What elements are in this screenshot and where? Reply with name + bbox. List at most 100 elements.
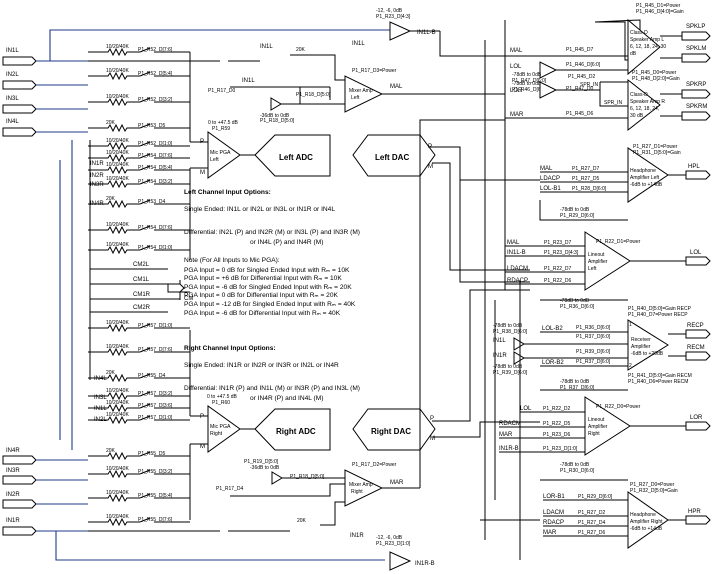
- switch-symbol: [139, 347, 190, 353]
- register-label: P1_R52_D[7:6]: [138, 47, 173, 53]
- resistor-symbol: [88, 71, 140, 81]
- hpr-power: P1_R27_D0=Power: [630, 482, 675, 488]
- resistor-value: 20K: [106, 448, 116, 454]
- hpl-in-ldacp-reg: P1_R27_D5: [572, 176, 599, 182]
- spk-l-mal-reg: P1_R45_D7: [566, 47, 593, 53]
- lol-in-in1lb: IN1L-B: [507, 250, 526, 256]
- pin-lor[interactable]: LOR: [685, 415, 711, 431]
- pin-lol[interactable]: LOL: [685, 250, 711, 266]
- register-label: P1_R54_D[7:6]: [138, 153, 173, 159]
- resistor-symbol: [88, 403, 140, 413]
- hpr-in-mar: MAR: [543, 530, 557, 536]
- left-pga-reg: P1_R59: [212, 126, 230, 132]
- pin-in3l[interactable]: IN3L: [2, 96, 37, 114]
- left-mixer-sw: P1_R17_D0: [208, 88, 235, 94]
- spk-r-spr: SPR_IN: [604, 100, 622, 106]
- resistor-value: 10/20/40K: [106, 400, 129, 406]
- recv-label-1: Receiver: [631, 337, 651, 343]
- register-label: P1_R57_D[3:2]: [138, 391, 173, 397]
- hpr-in-lorb1: LOR-B1: [543, 494, 565, 500]
- lor-label-1: Lineout: [588, 417, 605, 423]
- spk-r-mar-reg: P1_R45_D6: [566, 111, 593, 117]
- switch-symbol: [139, 47, 190, 53]
- resistor-symbol: [88, 347, 140, 357]
- lol-power: P1_R22_D1=Power: [596, 239, 641, 245]
- spk-l-spr-reg: P1_R45_D2: [568, 74, 595, 80]
- right-mixer-label-2: Right: [351, 489, 363, 495]
- pin-in3r[interactable]: IN3R: [2, 468, 37, 485]
- register-label: P1_R52_D[5:4]: [138, 71, 173, 77]
- spk-r-gain: P1_R48_D[2:0]=Gain: [632, 76, 680, 82]
- lol-in-ldacm: LDACM: [507, 266, 528, 272]
- switch-symbol: [139, 123, 190, 129]
- pga-note-line: PGA Input = -6 dB for Differential Input…: [184, 309, 341, 317]
- spk-r-label-3: 6, 12, 18, 24,: [630, 106, 659, 112]
- pin-hpr[interactable]: HPR: [685, 509, 711, 525]
- resistor-value: 10/20/40K: [106, 94, 129, 100]
- resistor-value: 10/20/40K: [106, 344, 129, 350]
- pga-note-line: PGA Input = +6 dB for Differential Input…: [184, 275, 342, 283]
- pin-in4l[interactable]: IN4L: [2, 119, 37, 137]
- left-neg-mux-nets: IN1R IN2R IN3R IN4R CM2L CM1L CM1R CM2R: [90, 161, 151, 311]
- pin-label-in4r: IN4R: [6, 448, 20, 454]
- resistor-value: 10/20/40K: [106, 44, 129, 50]
- net-cm2l: CM2L: [133, 262, 150, 268]
- resistor-value: 10/20/40K: [106, 242, 129, 248]
- pin-in2r[interactable]: IN2R: [2, 492, 37, 509]
- pin-in1l[interactable]: IN1L: [2, 48, 37, 66]
- hpl-vol: -78dB to 0dB: [560, 207, 590, 213]
- net-in1l-b: IN1L: [94, 406, 107, 412]
- pin-recm[interactable]: RECM: [685, 345, 711, 361]
- pin-in1r[interactable]: IN1R: [2, 518, 37, 536]
- register-label: P1_R54_D[1:0]: [138, 245, 173, 251]
- pin-hpl[interactable]: HPL: [685, 164, 711, 180]
- net-in1r-a: IN1R: [90, 161, 104, 167]
- pin-label-spkrp: SPKRP: [686, 82, 706, 88]
- spk-r-lor-reg: P1_R47_D0: [566, 86, 593, 92]
- hpr-in-rdacp: RDACP: [543, 520, 564, 526]
- right-mixer-out: MAR: [390, 480, 404, 486]
- receiver-amp: Receiver Amplifier -6dB to +29dB 1 2 P1_…: [493, 298, 711, 391]
- pin-label-in1l: IN1L: [6, 48, 19, 54]
- register-label: P1_R52_D[3:2]: [138, 97, 173, 103]
- resistor-value: 10/20/40K: [106, 388, 129, 394]
- spk-l-vol-reg: P1_R46_D[6:0]: [512, 87, 547, 93]
- pin-recp[interactable]: RECP: [685, 323, 711, 339]
- pin-in2l[interactable]: IN2L: [2, 72, 37, 90]
- hpl-gain: P1_R31_D[5:0]=Gain: [633, 150, 681, 156]
- cm-pin[interactable]: CM: [167, 283, 193, 302]
- resistor-symbol: [88, 141, 140, 151]
- resistor-symbol: [88, 373, 140, 383]
- hpr-in-ldacm-reg: P1_R27_D2: [578, 510, 605, 516]
- lor-in-rdacm-reg: P1_R22_D5: [543, 421, 570, 427]
- pin-spklp[interactable]: SPKLP: [681, 24, 711, 41]
- spk-l-power: P1_R45_D1=Power: [636, 3, 681, 9]
- pin-label-in2l: IN2L: [6, 72, 19, 78]
- left-mixer-label-2: Left: [351, 95, 360, 101]
- pin-spklm[interactable]: SPKLM: [681, 46, 711, 63]
- left-mixer-power: P1_R17_D3=Power: [352, 68, 397, 74]
- spk-l-vol-reg-a: P1_R46_D[6:0]: [566, 62, 601, 68]
- switch-symbol: [139, 153, 190, 159]
- net-in4r-a: IN4R: [90, 201, 104, 207]
- speaker-amp-left: Class-D Speaker Amp L 6, 12, 18, 24, 30 …: [505, 3, 711, 93]
- hpr-vol-reg: P1_R30_D[6:0]: [560, 468, 595, 474]
- right-pga-reg: P1_R60: [212, 400, 230, 406]
- net-in3l-b: IN3L: [94, 395, 107, 401]
- left-differential-1: Differential: IN2L (P) and IN2R (M) or I…: [184, 229, 361, 237]
- right-mixer-sw: P1_R17_D4: [216, 486, 243, 492]
- headphone-amp-left: Headphone Amplifier Left -6dB to +14dB P…: [540, 144, 711, 219]
- pin-spkrp[interactable]: SPKRP: [681, 82, 711, 99]
- left-mixer-vol-reg: P1_R18_D[5:0]: [296, 92, 331, 98]
- lol-in-ldacm-reg: P1_R22_D7: [544, 266, 571, 272]
- cm-pin-label: CM: [184, 296, 193, 302]
- switch-symbol: [139, 451, 190, 457]
- left-single-ended: Single Ended: IN1L or IN2L or IN3L or IN…: [184, 205, 335, 213]
- pin-spkrm[interactable]: SPKRM: [681, 104, 711, 121]
- resistor-symbol: [88, 199, 140, 209]
- pin-in4r[interactable]: IN4R: [2, 448, 37, 465]
